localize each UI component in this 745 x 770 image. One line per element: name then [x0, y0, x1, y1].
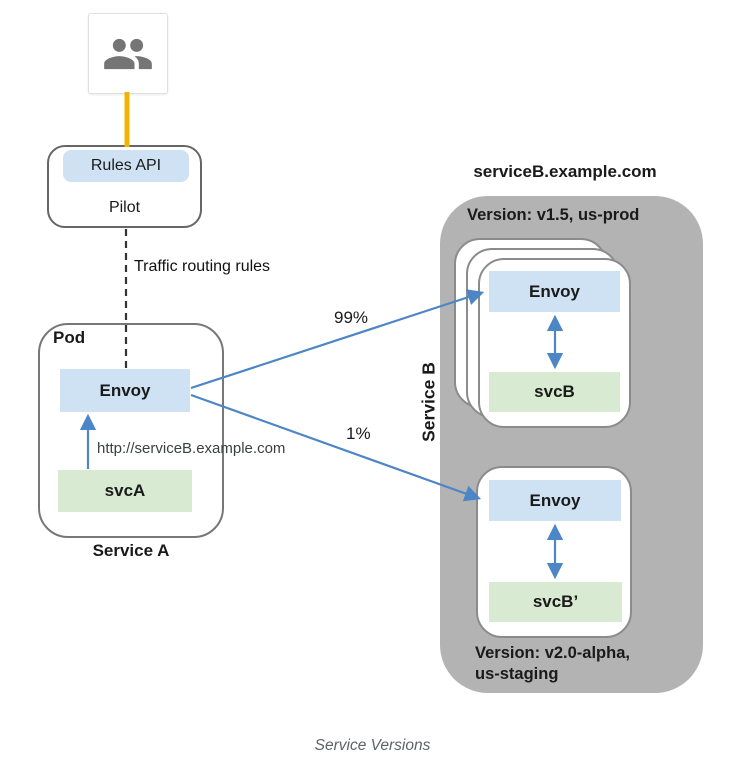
pod-envoy-label: Envoy — [99, 380, 151, 400]
staging-svc-label: svcB’ — [532, 592, 579, 611]
prod-envoy-label: Envoy — [528, 281, 581, 301]
staging-svc-box: svcB’ — [489, 582, 622, 622]
diagram-caption: Service Versions — [314, 737, 431, 754]
route-99-label: 99% — [334, 308, 369, 327]
users-box — [88, 13, 168, 94]
pilot-label: Pilot — [108, 199, 141, 216]
service-b-side-label: Service B — [418, 362, 439, 442]
people-icon — [104, 38, 152, 69]
pilot-box: Rules API Pilot — [47, 145, 202, 228]
traffic-routing-note: Traffic routing rules — [134, 258, 271, 275]
staging-envoy-label: Envoy — [529, 490, 581, 510]
request-url-label: http://serviceB.example.com — [97, 440, 286, 457]
pod-svc-box: svcA — [58, 470, 192, 512]
prod-version-label: Version: v1.5, us-prod — [467, 206, 640, 224]
staging-envoy-box: Envoy — [489, 480, 621, 521]
service-a-caption: Service A — [92, 541, 170, 560]
pod-title: Pod — [53, 328, 86, 347]
prod-envoy-box: Envoy — [489, 271, 620, 312]
prod-svc-box: svcB — [489, 372, 620, 412]
staging-version-label: Version: v2.0-alpha, us-staging — [475, 644, 630, 683]
pod-envoy-box: Envoy — [60, 369, 190, 412]
prod-svc-label: svcB — [534, 382, 575, 401]
service-b-domain: serviceB.example.com — [473, 162, 657, 181]
route-1-label: 1% — [346, 424, 371, 443]
rules-api-box: Rules API — [63, 150, 189, 182]
rules-api-label: Rules API — [90, 157, 162, 174]
pod-svc-label: svcA — [104, 481, 146, 500]
